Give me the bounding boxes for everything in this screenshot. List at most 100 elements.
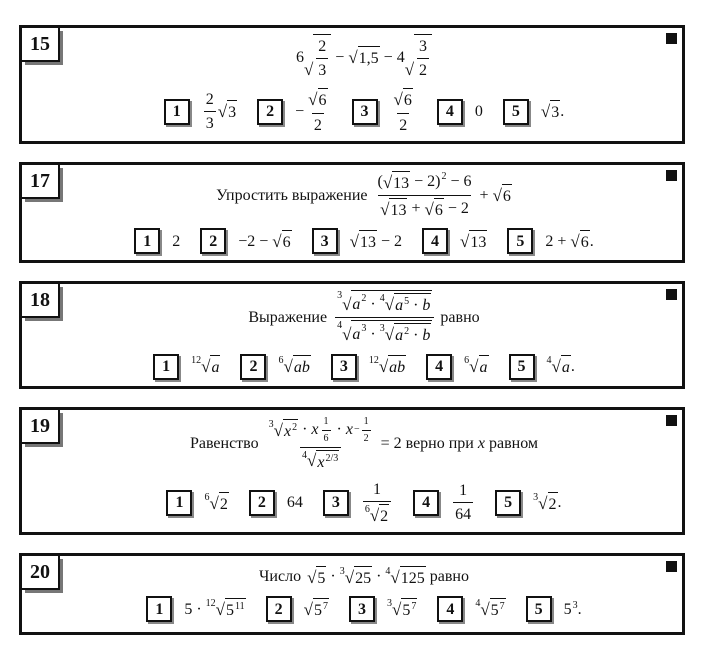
answer-option-number[interactable]: 5 [525, 596, 552, 623]
answer-option-number[interactable]: 4 [426, 353, 453, 380]
answer-option-number[interactable]: 4 [413, 489, 440, 516]
answer-option-number[interactable]: 2 [200, 228, 227, 255]
answer-option[interactable]: 5 4√a. [508, 353, 575, 380]
corner-marker-icon [666, 33, 677, 44]
answer-option-number[interactable]: 1 [134, 228, 161, 255]
radical-sign-icon: √ [306, 451, 317, 471]
math-expression: 6√ab [278, 355, 311, 377]
answer-option-number[interactable]: 2 [257, 98, 284, 125]
fraction-numerator: 2 [204, 90, 216, 111]
math-expression: 6√a [464, 355, 489, 377]
answer-option[interactable]: 2 6√ab [240, 353, 311, 380]
math-radical: √13 [460, 230, 488, 252]
answer-option-number[interactable]: 3 [348, 596, 375, 623]
math-variable: ab [293, 359, 310, 377]
radical-index: 12 [191, 355, 202, 367]
math-radical: 3√2 [533, 491, 558, 514]
answer-option[interactable]: 4 6√a [426, 353, 489, 380]
math-expression: ab [294, 358, 310, 377]
math-expression: 6 [319, 91, 327, 110]
math-text: 1,5 [358, 50, 379, 68]
radical-sign-icon: √ [349, 231, 359, 251]
answer-option-number[interactable]: 5 [507, 228, 534, 255]
answer-option[interactable]: 2−2 − √6 [200, 228, 292, 255]
radicand: 2 [547, 491, 558, 514]
answer-option-number[interactable]: 5 [508, 353, 535, 380]
answer-option-number[interactable]: 3 [322, 489, 349, 516]
math-expression: 4√a. [547, 355, 575, 377]
math-text: 5 [563, 600, 572, 618]
answer-option[interactable]: 5√3. [502, 98, 564, 125]
answer-option-number[interactable]: 2 [240, 353, 267, 380]
answer-option-number[interactable]: 4 [422, 228, 449, 255]
math-text: . [577, 600, 582, 618]
math-text: 3 [318, 62, 327, 80]
math-text: 13 [393, 174, 410, 192]
math-variable: b [422, 327, 431, 345]
task-number: 15 [22, 28, 60, 62]
answer-option-number[interactable]: 1 [166, 489, 193, 516]
math-radical: √1,5 [348, 46, 380, 68]
corner-marker-icon [666, 169, 677, 181]
radical-index: 6 [204, 491, 210, 503]
answer-option[interactable]: 3√13 − 2 [311, 228, 402, 255]
math-superscript: 7 [411, 601, 416, 613]
answer-option-number[interactable]: 3 [351, 98, 378, 125]
math-text: 3 [572, 599, 578, 611]
answer-option-number[interactable]: 1 [163, 98, 190, 125]
math-radical: √3 [541, 100, 561, 122]
math-expression: 2 [314, 116, 322, 135]
math-expression: 7 [323, 601, 328, 613]
answer-option-number[interactable]: 5 [495, 489, 522, 516]
radical-sign-icon: √ [469, 357, 479, 377]
radical-sign-icon: √ [382, 172, 393, 192]
answer-option-number[interactable]: 4 [436, 98, 463, 125]
answer-option-number[interactable]: 3 [330, 353, 357, 380]
radical-sign-icon: √ [272, 231, 282, 251]
answer-option-number[interactable]: 5 [502, 98, 529, 125]
answer-option-number[interactable]: 4 [437, 596, 464, 623]
math-text: = 2 верно при [376, 435, 478, 452]
radicand: 13 [392, 170, 411, 193]
math-text: 125 [400, 569, 425, 587]
radicand: 13 [389, 197, 408, 220]
answer-option-number[interactable]: 2 [248, 489, 275, 516]
radicand: 25 [354, 565, 373, 588]
answer-option-number[interactable]: 3 [311, 228, 338, 255]
radical-index: 6 [464, 355, 470, 367]
math-expression: a [211, 358, 219, 377]
math-superscript: 2 [292, 422, 297, 434]
answer-option-number[interactable]: 1 [153, 353, 180, 380]
math-text: 3 [228, 104, 237, 122]
answer-option-number[interactable]: 2 [265, 596, 292, 623]
answer-option[interactable]: 4 √13 [422, 228, 488, 255]
answer-option-number[interactable]: 1 [146, 596, 173, 623]
math-text: . [570, 357, 575, 375]
math-text: − 2) [410, 173, 441, 191]
